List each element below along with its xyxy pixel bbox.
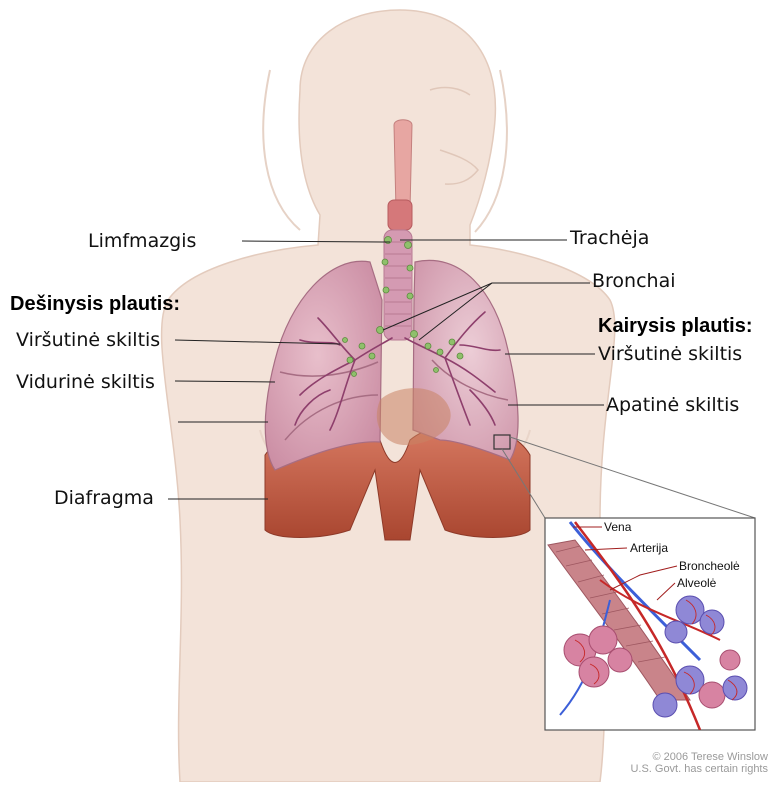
- credit-line-1: © 2006 Terese Winslow: [630, 752, 768, 764]
- credit: © 2006 Terese Winslow U.S. Govt. has cer…: [630, 752, 768, 775]
- label-right-upper-lobe: Viršutinė skiltis: [16, 331, 160, 350]
- label-left-upper-lobe: Viršutinė skiltis: [598, 345, 742, 364]
- inset-label-alveolus: Alveolė: [677, 577, 716, 589]
- label-right-middle-lobe: Vidurinė skiltis: [16, 373, 155, 392]
- label-lymph-node: Limfmazgis: [88, 232, 196, 251]
- credit-line-2: U.S. Govt. has certain rights: [630, 764, 768, 776]
- label-trachea: Trachėja: [570, 229, 649, 248]
- label-diaphragm: Diafragma: [54, 489, 154, 508]
- label-bronchi: Bronchai: [592, 272, 676, 291]
- inset-label-artery: Arterija: [630, 542, 668, 554]
- right-lung-heading: Dešinysis plautis:: [10, 294, 180, 314]
- inset-label-bronchiole: Broncheolė: [679, 560, 740, 572]
- inset-label-vein: Vena: [604, 521, 631, 533]
- left-lung-heading: Kairysis plautis:: [598, 316, 753, 336]
- label-left-lower-lobe: Apatinė skiltis: [606, 396, 739, 415]
